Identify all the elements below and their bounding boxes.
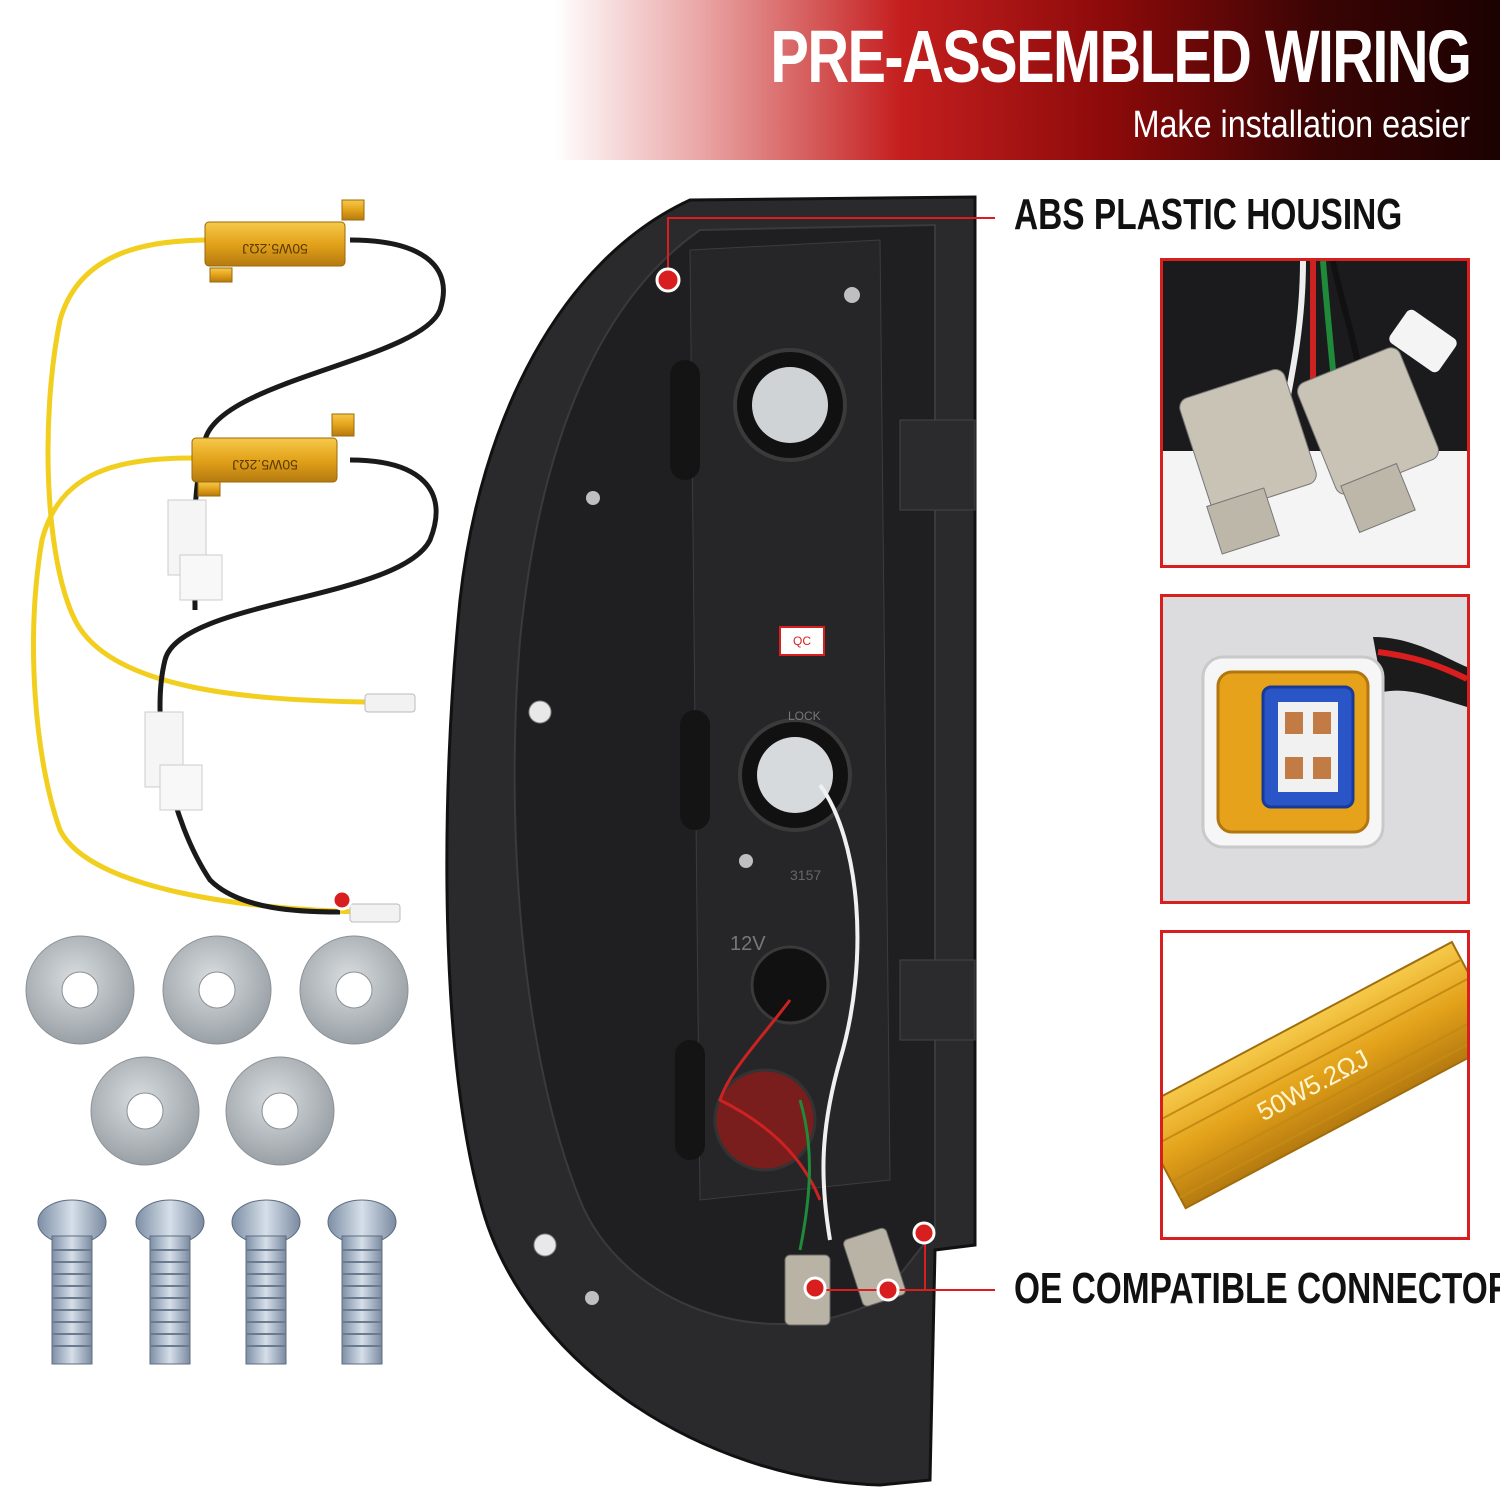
load-resistor-harness: 50W5.2ΩJ 50W5.2ΩJ — [31, 199, 446, 923]
washer — [162, 935, 272, 1045]
header-banner: PRE-ASSEMBLED WIRING Make installation e… — [0, 0, 1500, 160]
washer — [299, 935, 409, 1045]
banner-title: PRE-ASSEMBLED WIRING — [770, 15, 1472, 98]
inset-connectors — [1160, 258, 1470, 568]
lock-marking: LOCK — [788, 709, 821, 723]
resistor-top: 50W5.2ΩJ — [204, 199, 365, 283]
reflector — [713, 1068, 817, 1172]
callout-lines — [655, 217, 995, 1302]
voltage-marking: 12V — [730, 933, 766, 955]
qc-sticker — [779, 626, 825, 656]
connector-plug — [1179, 369, 1317, 555]
washer — [25, 935, 135, 1045]
screw-set — [37, 1199, 397, 1365]
tail-light-housing: 12V 3157 LOCK QC — [445, 195, 977, 1487]
screw — [37, 1199, 107, 1365]
wire-plug — [364, 693, 416, 713]
callout-dot — [331, 889, 353, 911]
resistor-bottom: 50W5.2ΩJ — [191, 413, 355, 497]
screw — [135, 1199, 205, 1365]
connector-plug — [1297, 347, 1439, 534]
washer — [225, 1056, 335, 1166]
washer — [90, 1056, 200, 1166]
washer-set — [25, 935, 409, 1166]
callout-housing: ABS PLASTIC HOUSING — [1014, 190, 1403, 239]
wire-plug — [349, 903, 401, 923]
inset-resistor: 50W5.2ΩJ — [1160, 930, 1470, 1240]
banner-subtitle: Make installation easier — [1132, 104, 1470, 146]
screw — [327, 1199, 397, 1365]
screw — [231, 1199, 301, 1365]
bulb-marking: 3157 — [790, 867, 821, 883]
qc-label: QC — [793, 634, 811, 648]
inset-socket — [1160, 594, 1470, 904]
callout-connectors: OE COMPATIBLE CONNECTORS — [1014, 1264, 1500, 1313]
resistor-label: 50W5.2ΩJ — [232, 457, 298, 473]
resistor-label: 50W5.2ΩJ — [242, 241, 308, 257]
